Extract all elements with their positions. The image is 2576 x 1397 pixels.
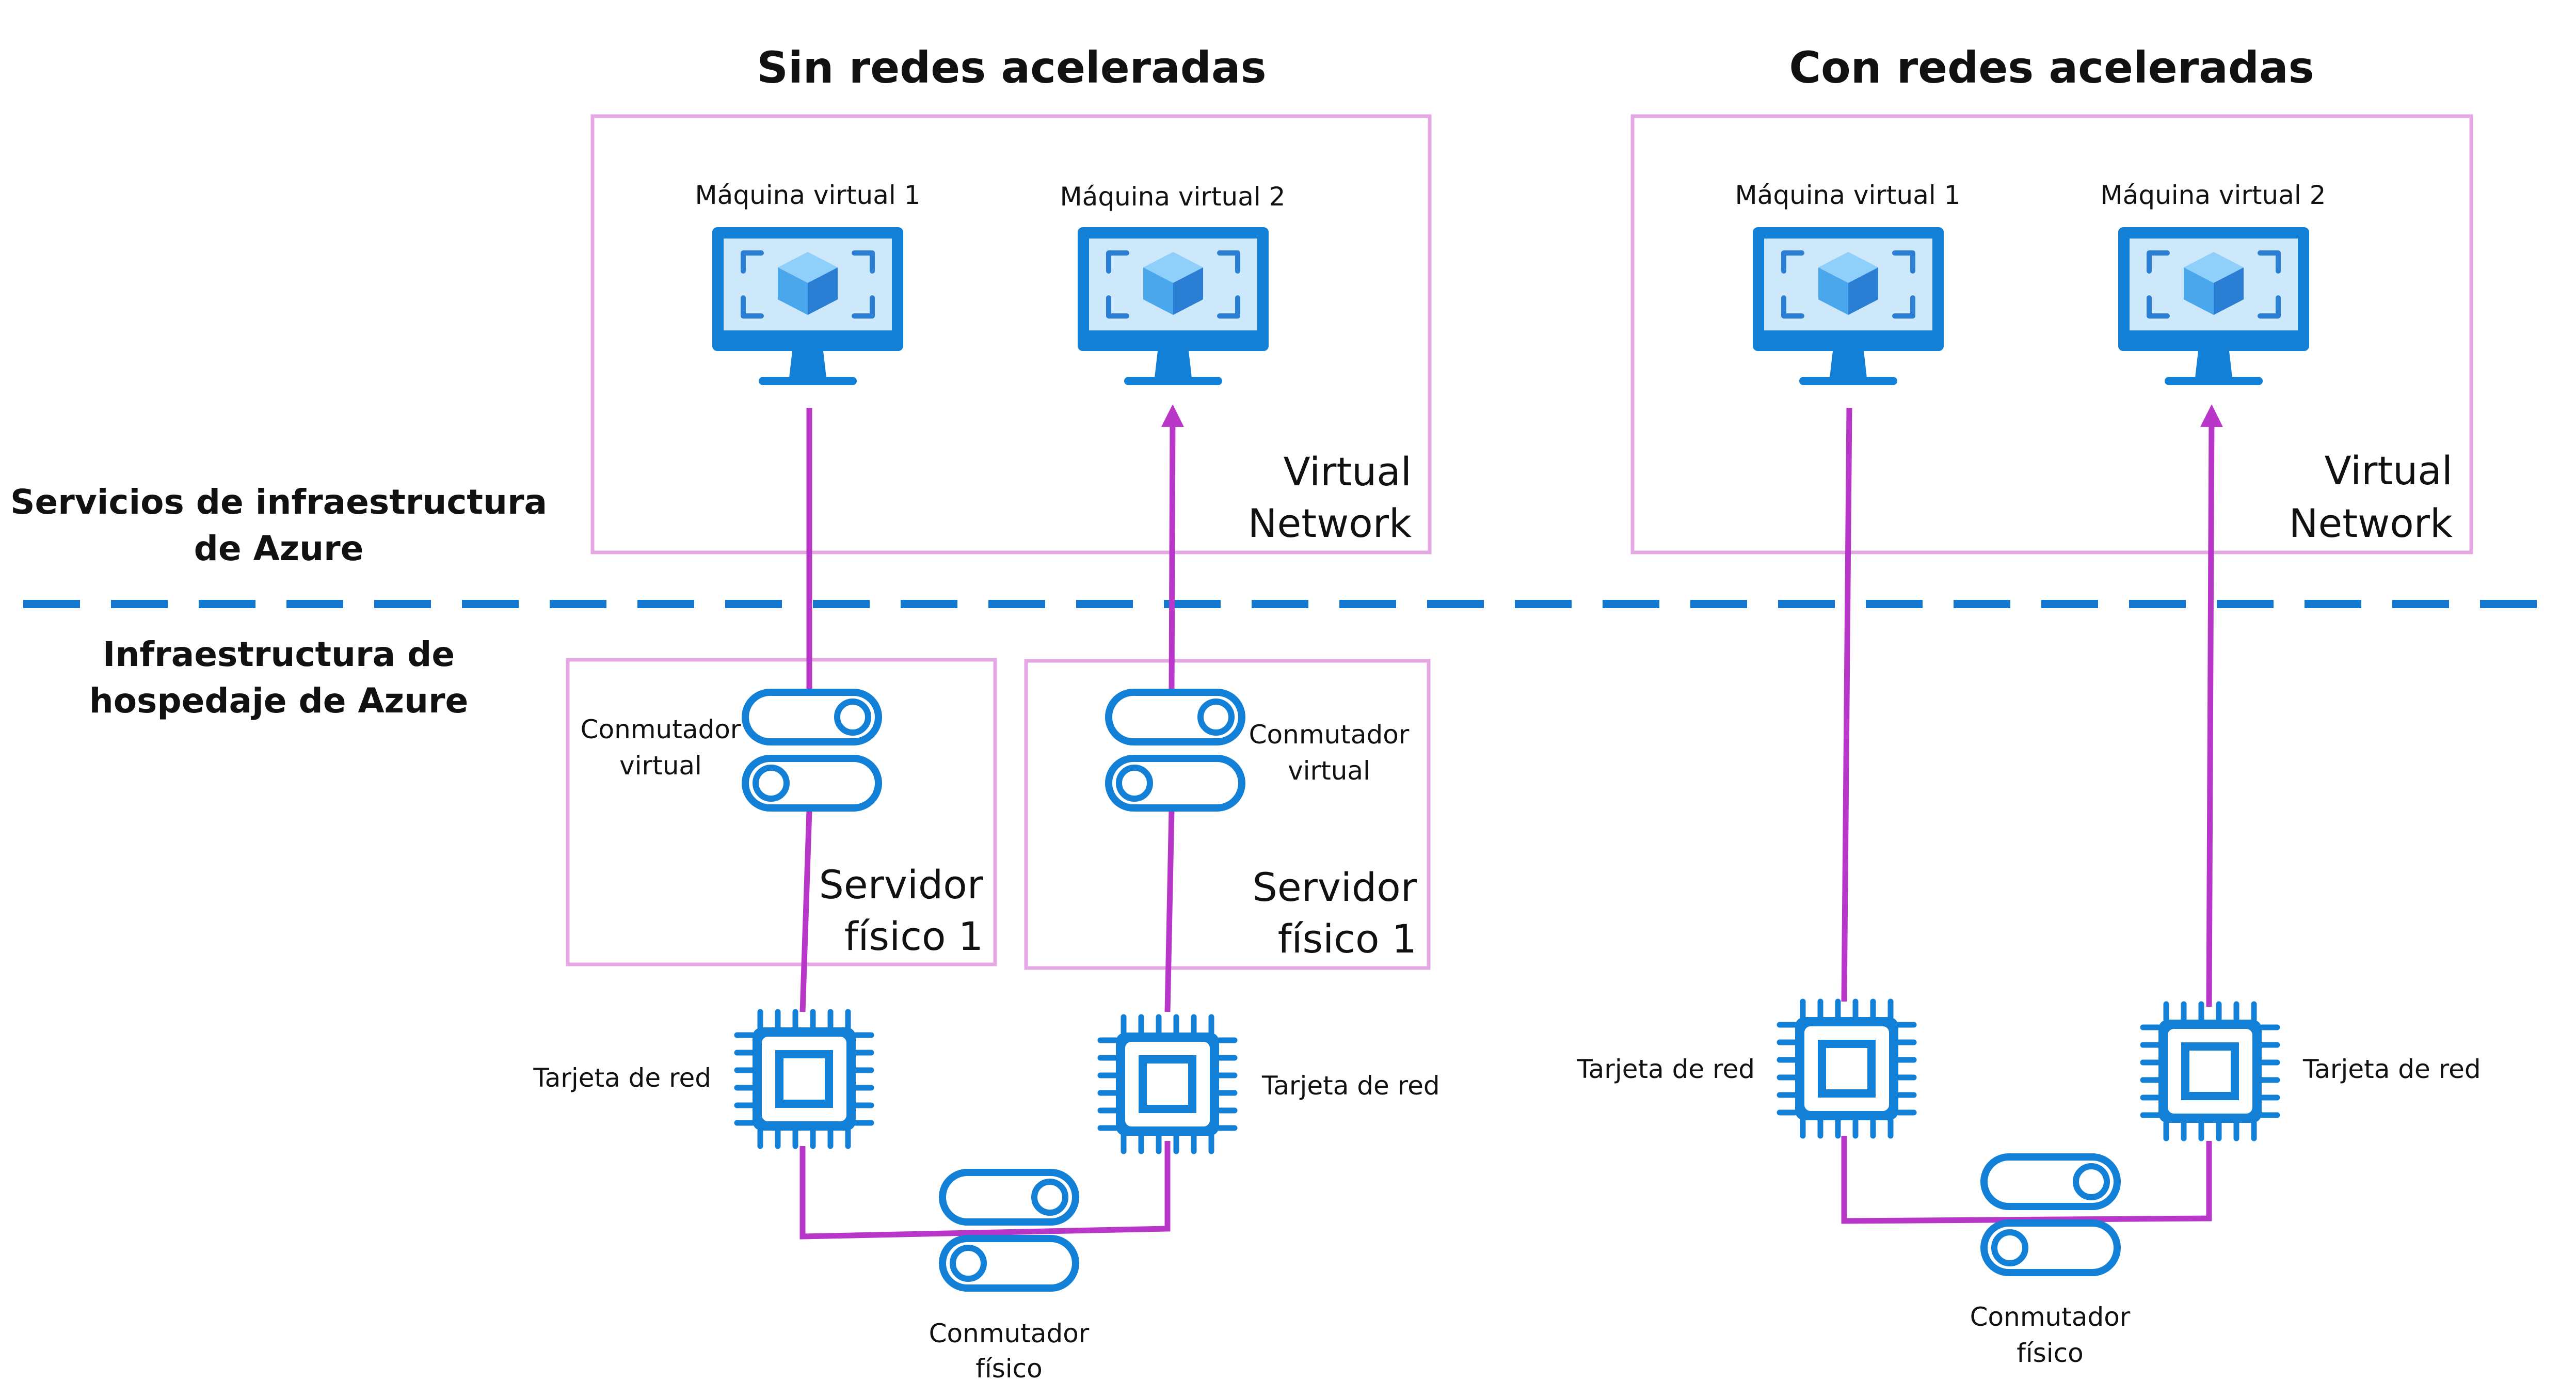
right-vnet-box bbox=[1630, 114, 2473, 554]
right-physical-switch-label-line2: físico bbox=[2017, 1338, 2084, 1368]
left-virtual-switch2-label-line2: virtual bbox=[1288, 756, 1370, 786]
left-physical-switch-label-line2: físico bbox=[975, 1354, 1043, 1384]
left-server2-name-line1: Servidor bbox=[1253, 864, 1417, 910]
left-nic1-label: Tarjeta de red bbox=[533, 1063, 711, 1093]
title-with-accelerated: Con redes aceleradas bbox=[1789, 42, 2314, 93]
left-virtual-switch1-label-line2: virtual bbox=[619, 751, 702, 781]
section-label-services-line2: de Azure bbox=[194, 529, 364, 568]
left-vnet-box bbox=[590, 114, 1432, 554]
left-vm2-label: Máquina virtual 2 bbox=[1060, 182, 1286, 212]
left-server2-name-line2: físico 1 bbox=[1278, 916, 1417, 962]
title-without-accelerated: Sin redes aceleradas bbox=[757, 42, 1266, 93]
right-physical-switch-icon bbox=[1984, 1157, 2117, 1273]
left-physical-server1-box bbox=[566, 658, 997, 966]
right-vm1-monitor-icon bbox=[1753, 227, 1944, 385]
left-nic1-chip-icon bbox=[737, 1012, 871, 1146]
right-vnet-label-line2: Network bbox=[2289, 500, 2453, 546]
left-vm2-monitor-icon bbox=[1078, 227, 1269, 385]
left-virtual-switch2-icon bbox=[1109, 692, 1242, 808]
section-label-hosting-line1: Infraestructura de bbox=[103, 634, 455, 674]
left-nic2-chip-icon bbox=[1100, 1017, 1235, 1151]
right-vnet-label-line1: Virtual bbox=[2325, 448, 2453, 494]
left-vm1-monitor-icon bbox=[712, 227, 903, 385]
left-connection-lines bbox=[799, 404, 1184, 1240]
right-vm2-monitor-icon bbox=[2118, 227, 2309, 385]
right-nic2-label: Tarjeta de red bbox=[2302, 1054, 2481, 1084]
left-vm1-label: Máquina virtual 1 bbox=[695, 180, 921, 210]
right-vm2-label: Máquina virtual 2 bbox=[2101, 180, 2326, 210]
left-physical-server2-box bbox=[1024, 659, 1431, 970]
left-virtual-switch1-label-line1: Conmutador bbox=[581, 715, 741, 744]
section-label-services-line1: Servicios de infraestructura bbox=[10, 482, 547, 522]
left-virtual-switch1-icon bbox=[745, 692, 878, 808]
left-server1-name-line2: físico 1 bbox=[844, 913, 983, 959]
left-physical-switch-label-line1: Conmutador bbox=[929, 1319, 1090, 1348]
right-vm1-label: Máquina virtual 1 bbox=[1735, 180, 1961, 210]
right-physical-switch-label-line1: Conmutador bbox=[1970, 1302, 2131, 1332]
left-nic2-label: Tarjeta de red bbox=[1261, 1071, 1440, 1101]
right-nic1-chip-icon bbox=[1780, 1002, 1914, 1136]
left-vnet-label-line1: Virtual bbox=[1284, 449, 1412, 495]
left-virtual-switch2-label-line1: Conmutador bbox=[1249, 720, 1410, 750]
left-server1-name-line1: Servidor bbox=[819, 862, 984, 908]
left-vnet-label-line2: Network bbox=[1248, 500, 1412, 546]
section-label-hosting-line2: hospedaje de Azure bbox=[89, 681, 469, 721]
right-nic2-chip-icon bbox=[2143, 1004, 2277, 1138]
right-nic1-label: Tarjeta de red bbox=[1576, 1054, 1755, 1084]
